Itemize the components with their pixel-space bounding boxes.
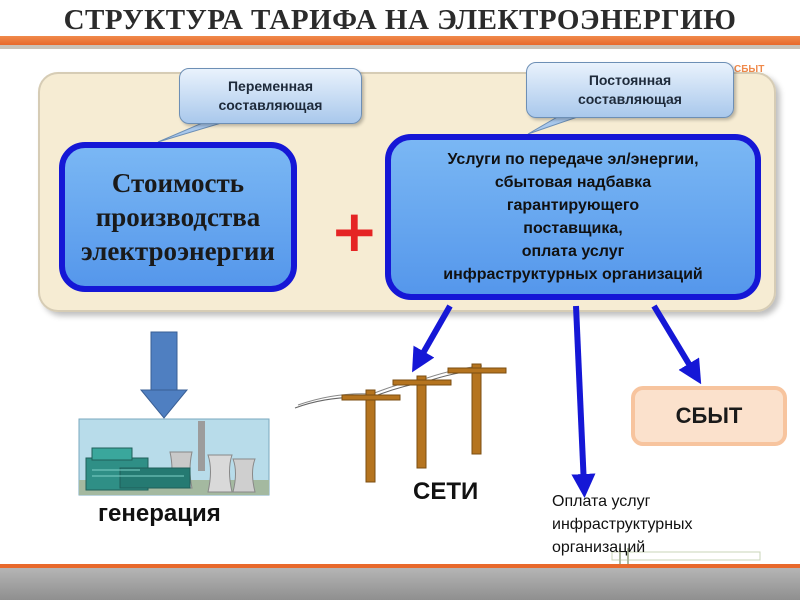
arrow-to-networks [412,304,453,373]
faded-text-fragment: СБЫТ [734,64,765,75]
footer-accent [0,564,800,568]
production-cost-box: Стоимость производства электроэнергии [59,142,297,292]
networks-label: СЕТИ [413,478,479,505]
footer-bar [0,568,800,600]
slide-title: СТРУКТУРА ТАРИФА НА ЭЛЕКТРОЭНЕРГИЮ [63,4,737,36]
arrow-to-sales [651,304,702,385]
constant-component-callout: Постоянная составляющая [526,62,734,118]
variable-component-callout: Переменная составляющая [179,68,362,124]
down-arrow-icon [139,331,189,419]
title-underline-shadow [0,45,800,49]
plus-sign: + [330,197,379,265]
title-underline [0,36,800,45]
arrow-to-infrastructure [571,305,596,498]
power-lines-icon [294,363,507,483]
sales-box: СБЫТ [631,386,787,446]
generation-label: генерация [98,500,221,527]
infrastructure-payment-label: Оплата услуг инфраструктурных организаци… [552,493,693,556]
services-box: Услуги по передаче эл/энергии, сбытовая … [385,134,761,300]
power-plant-icon [78,418,270,496]
